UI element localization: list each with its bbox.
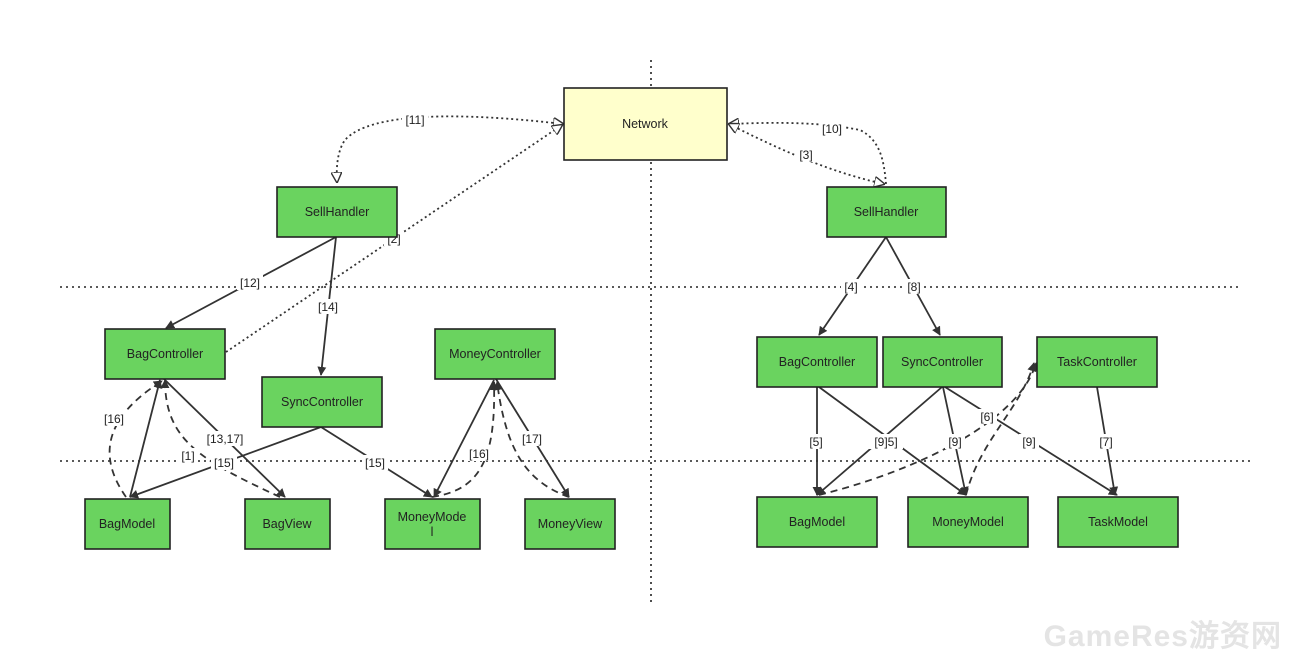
- svg-text:l: l: [431, 525, 434, 539]
- edge-label-8: [8]: [904, 279, 924, 294]
- svg-text:SellHandler: SellHandler: [305, 205, 370, 219]
- edge-bagmodel-bagcontroller: [129, 379, 163, 498]
- svg-text:BagModel: BagModel: [789, 515, 845, 529]
- node-left-sell-handler[interactable]: SellHandler: [276, 186, 398, 238]
- svg-text:[15]: [15]: [365, 456, 385, 470]
- node-left-bag-model[interactable]: BagModel: [84, 498, 171, 550]
- svg-text:BagView: BagView: [262, 517, 312, 531]
- svg-text:[8]: [8]: [907, 280, 920, 294]
- edge-11: [337, 115, 563, 182]
- svg-text:[1]: [1]: [181, 449, 194, 463]
- node-left-money-controller[interactable]: MoneyController: [434, 328, 556, 380]
- edge-label-4: [4]: [841, 279, 861, 294]
- svg-text:[7]: [7]: [1099, 435, 1112, 449]
- edge-label-15-left: [15]: [211, 455, 237, 470]
- edge-label-7: [7]: [1096, 434, 1116, 449]
- node-right-bag-controller[interactable]: BagController: [756, 336, 878, 388]
- edge-label-16-left: [16]: [101, 411, 127, 426]
- svg-text:[12]: [12]: [240, 276, 260, 290]
- edge-label-6: [6]: [977, 409, 997, 424]
- svg-text:SellHandler: SellHandler: [854, 205, 919, 219]
- svg-text:[3]: [3]: [799, 148, 812, 162]
- edge-1: [160, 379, 281, 498]
- edge-label-12: [12]: [237, 275, 263, 290]
- edge-label-15-right: [15]: [362, 455, 388, 470]
- svg-text:BagController: BagController: [779, 355, 855, 369]
- node-right-money-model[interactable]: MoneyModel: [907, 496, 1029, 548]
- edge-label-17: [17]: [519, 431, 545, 446]
- svg-text:[16]: [16]: [104, 412, 124, 426]
- svg-text:[17]: [17]: [522, 432, 542, 446]
- svg-text:TaskController: TaskController: [1057, 355, 1137, 369]
- watermark: GameRes游资网: [1043, 620, 1282, 653]
- svg-text:[13,17]: [13,17]: [207, 432, 244, 446]
- svg-text:[15]: [15]: [214, 456, 234, 470]
- edge-label-9-task: [9]: [1019, 434, 1039, 449]
- svg-text:MoneyView: MoneyView: [538, 517, 603, 531]
- svg-text:[6]: [6]: [980, 410, 993, 424]
- svg-text:[9]5]: [9]5]: [874, 435, 897, 449]
- node-left-money-view[interactable]: MoneyView: [524, 498, 616, 550]
- edge-label-3: [3]: [796, 147, 816, 162]
- node-network[interactable]: Network: [563, 87, 728, 161]
- edge-label-9-money: [9]: [945, 434, 965, 449]
- svg-text:MoneyModel: MoneyModel: [932, 515, 1004, 529]
- node-left-bag-view[interactable]: BagView: [244, 498, 331, 550]
- svg-text:SyncController: SyncController: [281, 395, 363, 409]
- edge-label-16-right: [16]: [466, 446, 492, 461]
- svg-text:BagController: BagController: [127, 347, 203, 361]
- svg-text:[16]: [16]: [469, 447, 489, 461]
- network-box: [563, 87, 728, 161]
- node-right-bag-model[interactable]: BagModel: [756, 496, 878, 548]
- node-right-sell-handler[interactable]: SellHandler: [826, 186, 947, 238]
- node-right-task-controller[interactable]: TaskController: [1036, 336, 1158, 388]
- node-left-bag-controller[interactable]: BagController: [104, 328, 226, 380]
- svg-text:[14]: [14]: [318, 300, 338, 314]
- svg-text:SyncController: SyncController: [901, 355, 983, 369]
- edge-6-from-money: [965, 362, 1036, 496]
- node-left-sync-controller[interactable]: SyncController: [261, 376, 383, 428]
- svg-text:MoneyController: MoneyController: [449, 347, 541, 361]
- svg-text:BagModel: BagModel: [99, 517, 155, 531]
- edge-label-14: [14]: [315, 299, 341, 314]
- node-right-sync-controller[interactable]: SyncController: [882, 336, 1003, 388]
- svg-text:[11]: [11]: [405, 113, 424, 127]
- svg-text:[10]: [10]: [822, 122, 842, 136]
- edge-16-left: [108, 380, 163, 498]
- node-left-money-model[interactable]: MoneyMode l: [384, 498, 481, 550]
- svg-text:MoneyMode: MoneyMode: [398, 510, 467, 524]
- svg-text:[9]: [9]: [1022, 435, 1035, 449]
- edge-16-right: [431, 381, 499, 498]
- edge-label-10: [10]: [819, 121, 845, 136]
- edge-label-9-5: [9]5]: [869, 434, 903, 449]
- edge-17: [493, 381, 570, 498]
- svg-text:[5]: [5]: [809, 435, 822, 449]
- svg-text:[9]: [9]: [948, 435, 961, 449]
- svg-text:[4]: [4]: [844, 280, 857, 294]
- svg-text:TaskModel: TaskModel: [1088, 515, 1148, 529]
- node-right-task-model[interactable]: TaskModel: [1057, 496, 1179, 548]
- edge-label-13-17: [13,17]: [203, 431, 247, 446]
- edge-label-1: [1]: [178, 448, 198, 463]
- edge-label-5: [5]: [806, 434, 826, 449]
- svg-text:Network: Network: [622, 117, 669, 131]
- edge-moneycontroller-moneymodel: [433, 379, 495, 498]
- edge-label-11: [11]: [402, 112, 428, 127]
